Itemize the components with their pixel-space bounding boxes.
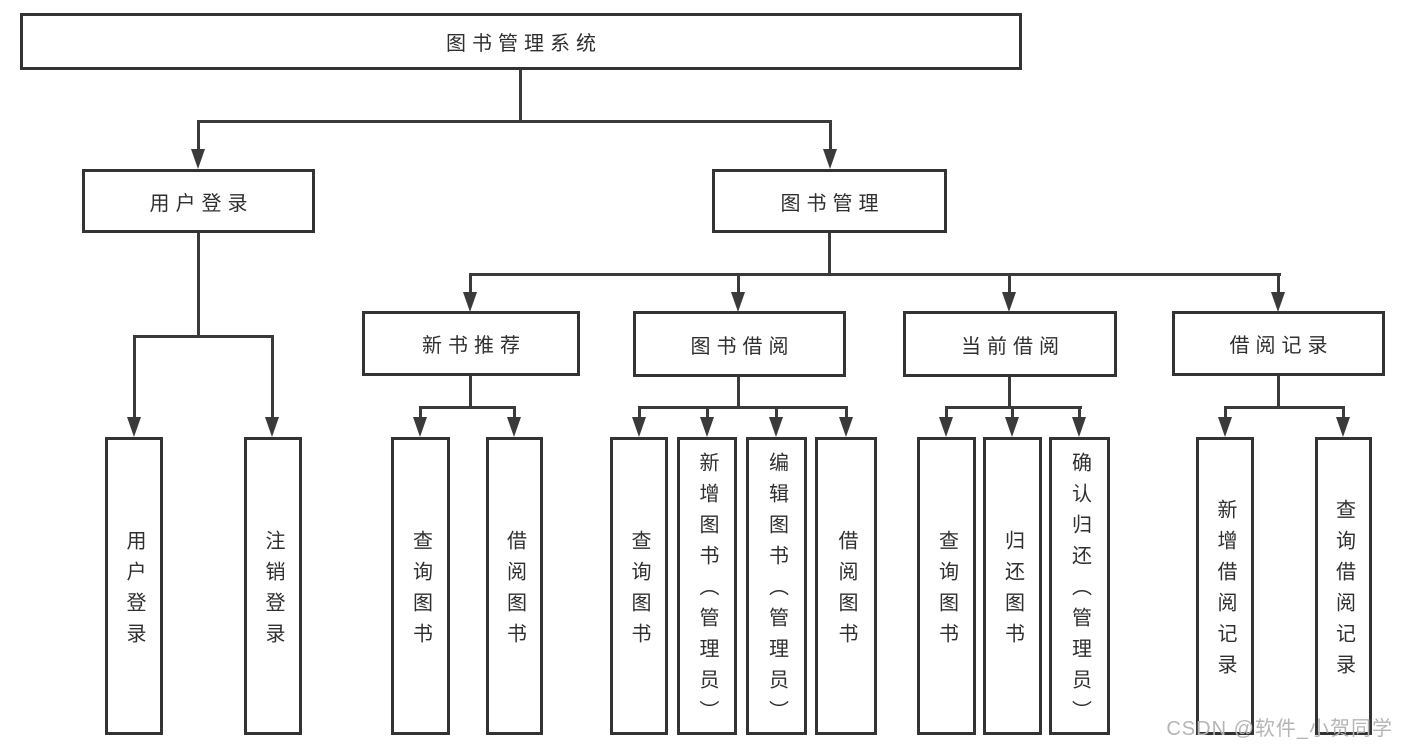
arrowhead-down-icon [127, 417, 141, 437]
node-label: 当前借阅 [961, 335, 1065, 358]
node-label: 用户登录 [149, 192, 254, 215]
connector-line [737, 374, 740, 409]
node-current-borrowing: 当前借阅 [903, 311, 1117, 377]
node-label: 新书推荐 [422, 335, 526, 357]
leaf-add-books-admin: 新增图书（管理员） [677, 437, 737, 735]
connector-line [419, 406, 422, 419]
connector-line [945, 406, 948, 419]
leaf-label: 注销登录 [262, 529, 284, 654]
connector-line [133, 335, 136, 419]
arrowhead-down-icon [632, 417, 646, 437]
leaf-label: 新增图书（管理员） [696, 452, 718, 731]
arrowhead-down-icon [265, 417, 279, 437]
leaf-query-borrow-record: 查询借阅记录 [1315, 437, 1372, 735]
leaf-add-borrow-record: 新增借阅记录 [1196, 437, 1254, 735]
leaf-label: 借阅图书 [503, 529, 526, 654]
node-label: 图书管理系统 [446, 33, 602, 55]
leaf-label: 编辑图书（管理员） [765, 452, 788, 731]
connector-line [1078, 406, 1081, 419]
arrowhead-down-icon [191, 149, 205, 169]
connector-line [469, 273, 472, 295]
connector-line [1224, 406, 1345, 409]
arrowhead-down-icon [1072, 417, 1086, 437]
arrowhead-down-icon [823, 149, 837, 169]
connector-line [469, 374, 472, 409]
arrowhead-down-icon [1005, 417, 1019, 437]
arrowhead-down-icon [463, 292, 477, 312]
connector-line [1342, 406, 1345, 419]
leaf-logout: 注销登录 [244, 437, 302, 735]
node-book-management: 图书管理 [712, 169, 947, 233]
connector-line [513, 406, 516, 419]
connector-line [1224, 406, 1227, 419]
connector-line [1277, 273, 1280, 295]
leaf-label: 确认归还（管理员） [1068, 452, 1091, 731]
leaf-query-books-current: 查询图书 [917, 437, 976, 735]
node-label: 借阅记录 [1229, 335, 1334, 357]
node-library-management-system: 图书管理系统 [20, 13, 1022, 70]
node-label: 图书借阅 [690, 335, 795, 358]
connector-line [197, 120, 200, 152]
connector-line [638, 406, 641, 419]
leaf-label: 用户登录 [123, 529, 145, 654]
connector-line [197, 231, 200, 338]
connector-line [469, 273, 1281, 276]
connector-line [829, 120, 832, 152]
connector-line [519, 68, 522, 123]
arrowhead-down-icon [939, 417, 953, 437]
leaf-query-books-recommend: 查询图书 [391, 437, 450, 735]
arrowhead-down-icon [1271, 292, 1285, 312]
node-label: 图书管理 [780, 192, 885, 215]
connector-line [271, 335, 274, 419]
node-book-borrowing: 图书借阅 [633, 311, 846, 377]
leaf-query-books-borrowing: 查询图书 [610, 437, 668, 735]
arrowhead-down-icon [1336, 417, 1350, 437]
connector-line [1008, 374, 1011, 409]
leaf-label: 归还图书 [1001, 529, 1024, 654]
leaf-borrow-books-borrowing: 借阅图书 [815, 437, 877, 735]
leaf-label: 查询图书 [935, 529, 958, 654]
connector-line [737, 273, 740, 295]
connector-line [706, 406, 709, 419]
leaf-label: 借阅图书 [835, 529, 857, 654]
arrowhead-down-icon [700, 417, 714, 437]
connector-line [133, 335, 274, 338]
leaf-label: 查询图书 [628, 529, 650, 654]
connector-line [775, 406, 778, 419]
arrowhead-down-icon [413, 417, 427, 437]
connector-line [638, 406, 848, 409]
node-new-book-recommend: 新书推荐 [362, 311, 580, 376]
connector-line [1011, 406, 1014, 419]
connector-line [1277, 374, 1280, 409]
leaf-label: 查询借阅记录 [1332, 498, 1355, 685]
leaf-borrow-books-recommend: 借阅图书 [486, 437, 543, 735]
csdn-watermark: CSDN @软件_小贺同学 [1166, 718, 1393, 740]
connector-line [828, 231, 831, 276]
connector-line [419, 406, 516, 409]
node-borrowing-records: 借阅记录 [1172, 311, 1385, 376]
leaf-user-login: 用户登录 [105, 437, 163, 735]
leaf-confirm-return-admin: 确认归还（管理员） [1049, 437, 1110, 735]
arrowhead-down-icon [839, 417, 853, 437]
connector-line [845, 406, 848, 419]
connector-line [1008, 273, 1011, 295]
arrowhead-down-icon [731, 292, 745, 312]
arrowhead-down-icon [1218, 417, 1232, 437]
arrowhead-down-icon [1002, 292, 1016, 312]
connector-line [197, 120, 832, 123]
leaf-label: 新增借阅记录 [1214, 498, 1236, 685]
arrowhead-down-icon [769, 417, 783, 437]
leaf-label: 查询图书 [409, 529, 432, 654]
leaf-edit-books-admin: 编辑图书（管理员） [746, 437, 807, 735]
node-user-login: 用户登录 [82, 169, 315, 233]
arrowhead-down-icon [507, 417, 521, 437]
leaf-return-books: 归还图书 [983, 437, 1042, 735]
